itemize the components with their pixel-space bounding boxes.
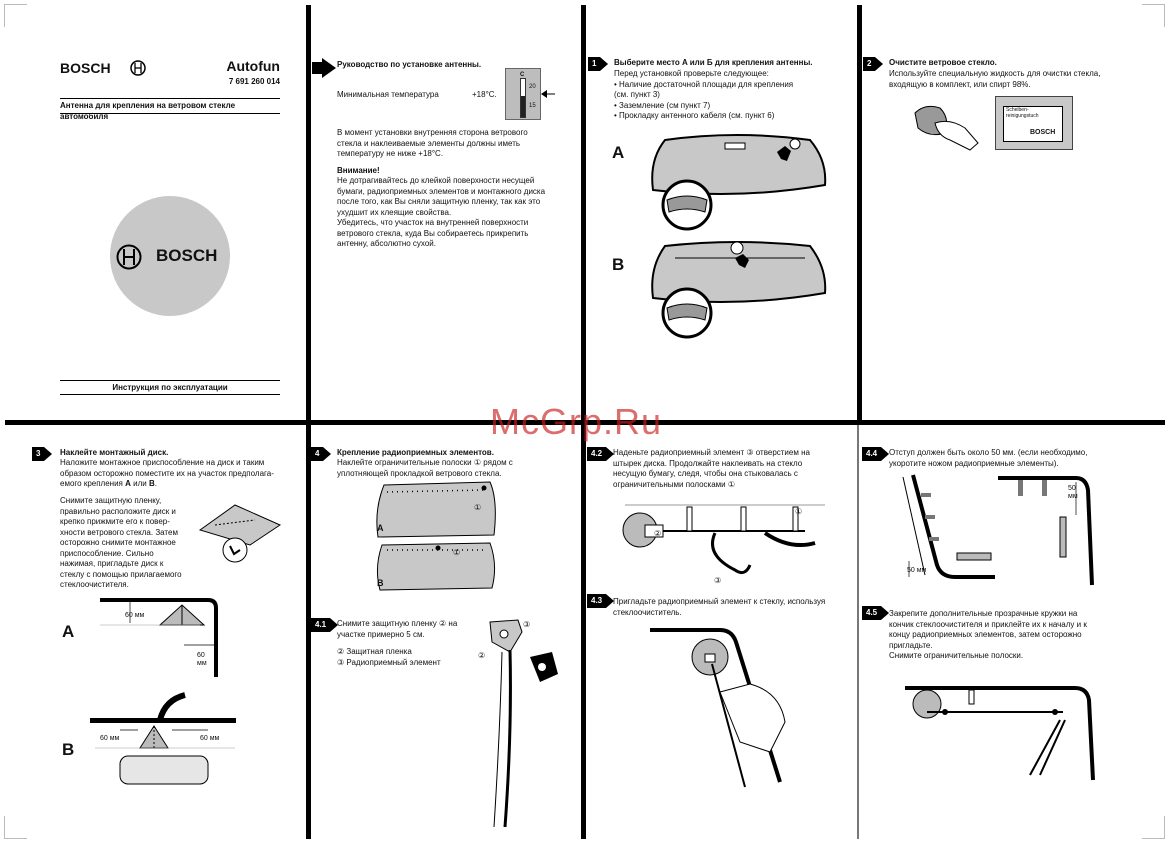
windshield-a-illustration — [651, 134, 827, 231]
step45-text: Закрепите дополнительные прозрачные круж… — [889, 609, 1087, 660]
step3-title: Наклейте монтажный диск. — [60, 448, 169, 457]
part-number: 7 691 260 014 — [228, 77, 280, 86]
bosch-disc-armature-icon — [116, 244, 142, 270]
thermo-unit: C — [520, 72, 525, 78]
cover-rule-mid — [60, 113, 280, 114]
crop-mark-bl — [4, 816, 27, 839]
pack-brand: BOSCH — [1030, 129, 1056, 136]
windshield-b-illustration — [651, 241, 827, 339]
offset-right-illustration — [998, 476, 1094, 586]
glass-b-illustration — [376, 542, 496, 591]
step41-text: Снимите защитную пленку ② на участке при… — [337, 619, 458, 639]
intro-arrow-body — [312, 62, 322, 74]
crop-mark-br — [1142, 816, 1165, 839]
step3-text2: Снимите защитную пленку, правильно распо… — [60, 496, 182, 589]
intro-para: В момент установки внутренняя сторона ве… — [337, 128, 528, 158]
disc-logo-text: BOSCH — [156, 246, 218, 265]
bosch-armature-icon — [130, 60, 146, 76]
attach-element-illustration — [622, 504, 825, 575]
placement-a-illustration — [100, 598, 218, 677]
step42-mark-2: ② — [654, 529, 662, 538]
finish-illustration — [905, 686, 1095, 781]
step4-label-b: B — [377, 578, 384, 588]
divider-horizontal — [5, 420, 1165, 425]
step2-text: Используйте специальную жидкость для очи… — [889, 69, 1101, 89]
mounting-tool-illustration — [198, 504, 282, 563]
dim-60-a2: 60 мм — [197, 652, 207, 667]
step42-mark-1: ① — [795, 507, 803, 516]
step42-badge: 4.2 — [587, 447, 615, 461]
min-temp-value: +18°C. — [472, 90, 497, 99]
step2-badge: 2 — [863, 57, 884, 71]
placement-b-illustration — [90, 692, 236, 785]
step43-badge: 4.3 — [587, 594, 615, 608]
cover-subtitle: Антенна для крепления на ветровом стекле… — [60, 101, 236, 121]
dim-60-b1: 60 мм — [100, 735, 120, 742]
cover-rule-top — [60, 98, 280, 99]
warning-title: Внимание! — [337, 166, 380, 175]
intro-title: Руководство по установке антенны. — [337, 60, 482, 69]
step3-label-b: B — [62, 740, 75, 759]
divider-vertical-4 — [857, 425, 859, 839]
step1-title: Выберите место A или Б для крепления ант… — [614, 58, 813, 67]
step44-text: Отступ должен быть около 50 мм. (если не… — [889, 448, 1088, 468]
crop-mark-tl — [4, 4, 27, 27]
cleaning-pack-label — [1003, 106, 1063, 142]
step41-mark-2: ② — [478, 651, 486, 660]
warning-text: Не дотрагивайтесь до клейкой поверхности… — [337, 176, 546, 248]
step4-text: Наклейте ограничительные полоски ① рядом… — [337, 458, 513, 478]
pack-text: Scheiben- reinigungstuch — [1006, 107, 1039, 119]
step3-badge: 3 — [32, 447, 53, 461]
glass-a-illustration — [376, 481, 496, 538]
watermark: McGrp.Ru — [490, 401, 663, 442]
cleaning-hand-illustration — [914, 105, 979, 151]
smoothing-hand-illustration — [650, 628, 786, 788]
product-name: Autofun — [226, 58, 280, 74]
step4-title: Крепление радиоприемных элементов. — [337, 448, 494, 457]
step41-mark-3: ③ — [523, 620, 531, 629]
glass-b-mark: ① — [453, 548, 461, 557]
step3-text1: Наложите монтажное приспособление на дис… — [60, 458, 274, 488]
step42-mark-3: ③ — [714, 576, 722, 585]
crop-mark-tr — [1142, 4, 1165, 27]
glass-a-mark: ① — [474, 503, 482, 512]
thermometer-mercury — [521, 96, 525, 117]
step45-badge: 4.5 — [862, 606, 890, 620]
step43-text: Пригладьте радиоприемный элемент к стекл… — [613, 597, 826, 617]
step3-label-a: A — [62, 622, 75, 641]
step1-label-a: A — [612, 143, 625, 162]
step1-text: Перед установкой проверьте следующее: • … — [614, 69, 794, 120]
step44-badge: 4.4 — [862, 447, 890, 461]
step4-badge: 4 — [311, 447, 332, 461]
step1-badge: 1 — [588, 57, 609, 71]
thermo-pointer-icon — [541, 90, 555, 98]
cover-rule-bottom — [60, 380, 280, 381]
step41-badge: 4.1 — [311, 618, 339, 632]
dim-60-a1: 60 мм — [125, 612, 145, 619]
step41-legend: ② Защитная пленка ③ Радиоприемный элемен… — [337, 647, 441, 667]
thermo-15: 15 — [529, 103, 536, 109]
dim-50-2: 50 мм — [1068, 485, 1078, 500]
offset-left-illustration — [902, 474, 995, 579]
step2-title: Очистите ветровое стекло. — [889, 58, 997, 67]
dim-50-1: 50 мм — [907, 567, 927, 574]
min-temp-label: Минимальная температура — [337, 90, 439, 99]
step1-label-b: B — [612, 255, 625, 274]
divider-vertical-3 — [857, 5, 862, 420]
step42-text: Наденьте радиоприемный элемент ③ отверст… — [613, 448, 810, 489]
thermo-20: 20 — [529, 84, 536, 90]
dim-60-b2: 60 мм — [200, 735, 220, 742]
cover-footer: Инструкция по эксплуатации — [112, 383, 228, 392]
brand-name: BOSCH — [60, 60, 111, 76]
intro-arrow-icon — [322, 58, 336, 78]
antenna-element-illustration — [489, 619, 558, 828]
cover-rule-footer — [60, 394, 280, 395]
step4-label-a: A — [377, 523, 384, 533]
